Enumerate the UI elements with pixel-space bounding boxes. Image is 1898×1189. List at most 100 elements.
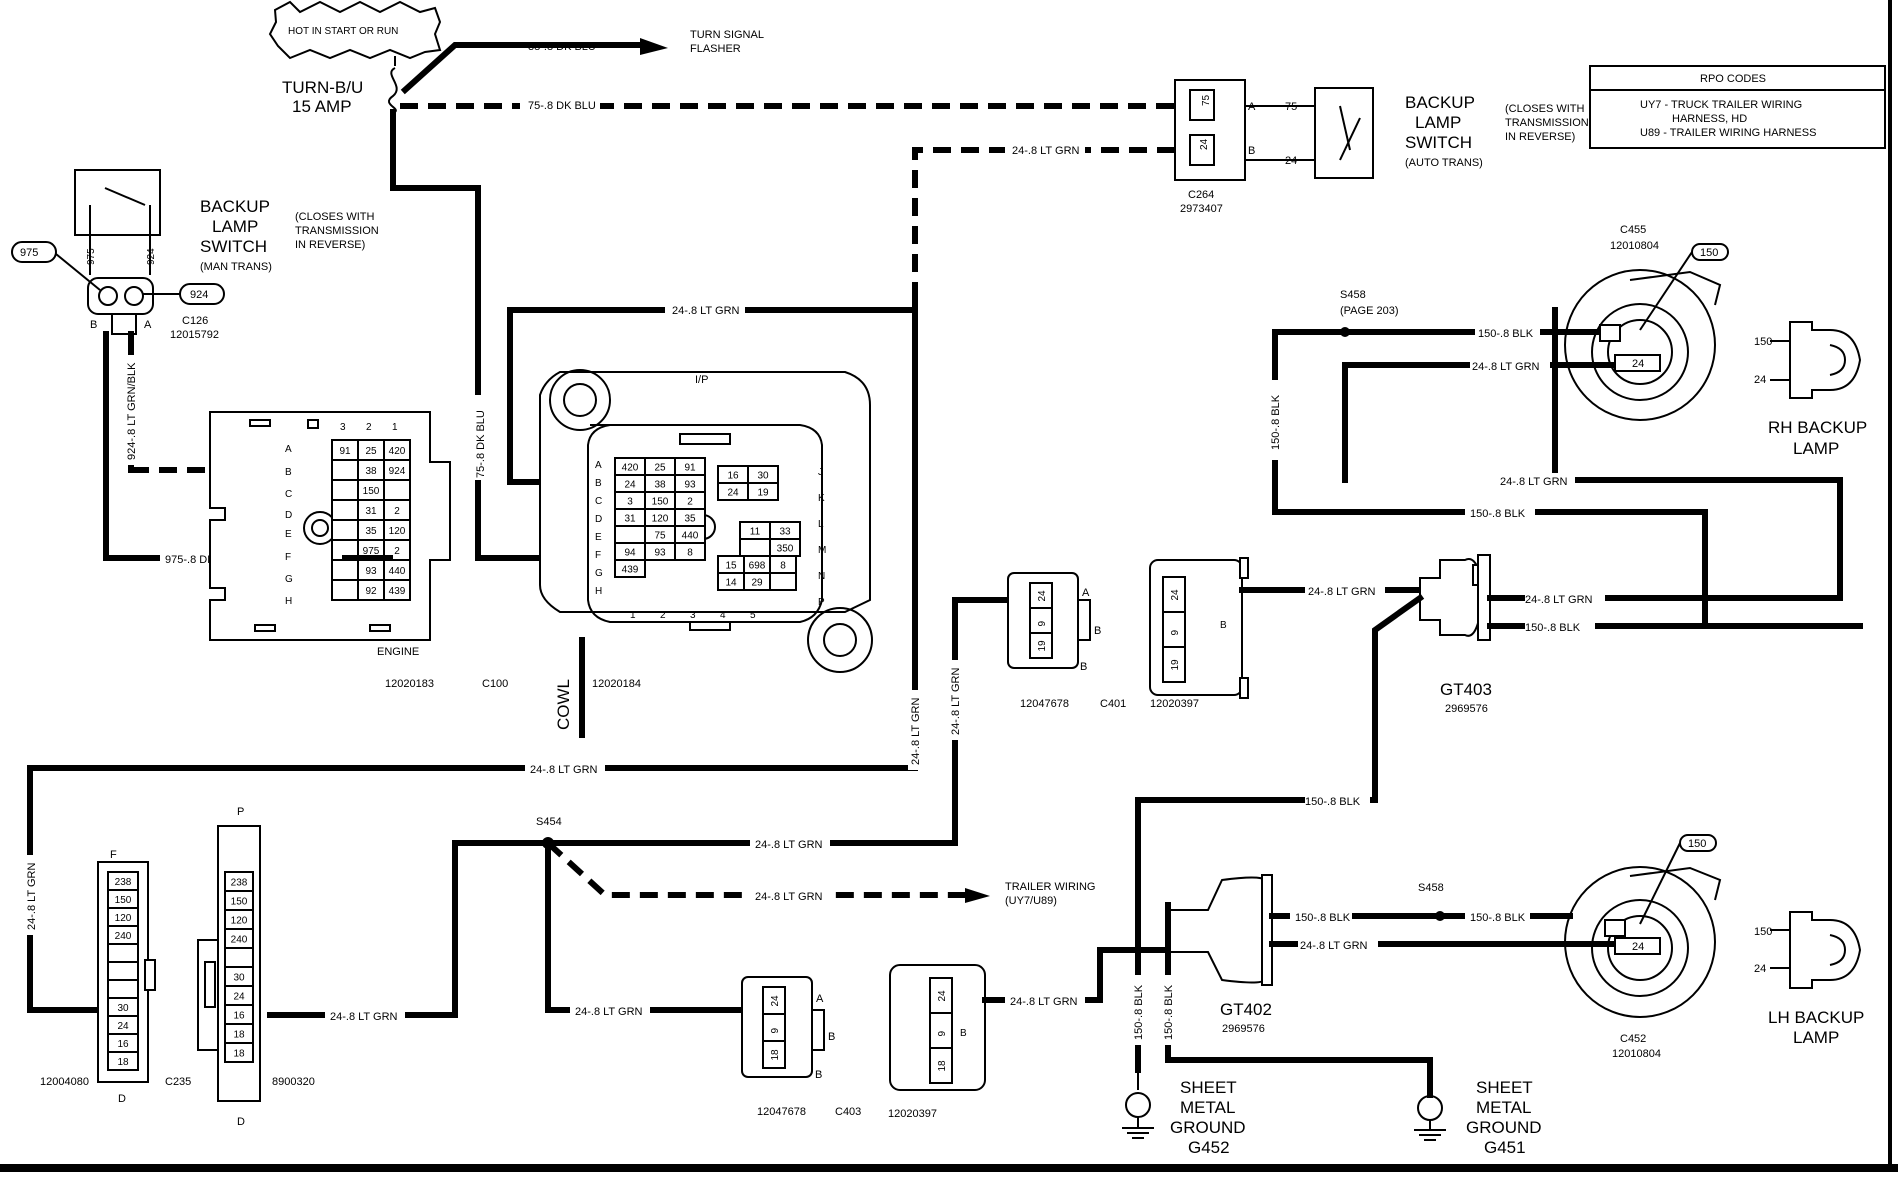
svg-text:C401: C401 xyxy=(1100,698,1126,710)
svg-text:150-.8 BLK: 150-.8 BLK xyxy=(1470,508,1526,520)
svg-text:METAL: METAL xyxy=(1180,1098,1235,1117)
engine-pin-label: 38 xyxy=(365,466,377,477)
svg-text:IN REVERSE): IN REVERSE) xyxy=(1505,131,1575,143)
svg-text:150-.8 BLK: 150-.8 BLK xyxy=(1305,796,1361,808)
ip-pin-label: 420 xyxy=(622,463,639,474)
ip-row-label: B xyxy=(595,478,602,489)
svg-text:(MAN TRANS): (MAN TRANS) xyxy=(200,261,272,273)
svg-text:A: A xyxy=(1082,587,1090,599)
svg-text:150-.8 BLK: 150-.8 BLK xyxy=(1525,622,1581,634)
ip-pin-label: 120 xyxy=(652,514,669,525)
c235-left-pin-label: 30 xyxy=(117,1003,129,1014)
svg-text:75: 75 xyxy=(1201,94,1212,106)
ip-row-label: H xyxy=(595,586,602,597)
svg-text:24-.8 LT GRN: 24-.8 LT GRN xyxy=(1525,594,1593,606)
svg-text:C403: C403 xyxy=(835,1106,861,1118)
c235-right-pin-label: 18 xyxy=(233,1049,245,1060)
hot-in-start-label: HOT IN START OR RUN xyxy=(268,0,442,60)
engine-cell xyxy=(331,559,359,581)
ip-row-label: P xyxy=(818,597,825,608)
ip-pin-label: 38 xyxy=(654,480,666,491)
svg-text:U89 - TRAILER WIRING HARNESS: U89 - TRAILER WIRING HARNESS xyxy=(1640,127,1816,139)
ip-row-label: A xyxy=(595,460,602,471)
svg-text:I/P: I/P xyxy=(695,374,708,386)
svg-text:D: D xyxy=(237,1116,245,1128)
c235-left-pin-label: 238 xyxy=(115,877,132,888)
svg-text:LAMP: LAMP xyxy=(1793,439,1839,458)
engine-cell xyxy=(331,499,359,521)
engine-cell xyxy=(331,479,359,501)
svg-text:12010804: 12010804 xyxy=(1610,240,1659,252)
svg-text:METAL: METAL xyxy=(1476,1098,1531,1117)
ground-g451 xyxy=(1414,1095,1446,1141)
c403b-pin-label: 9 xyxy=(937,1031,948,1037)
c403b-cell xyxy=(929,1012,953,1049)
svg-text:B: B xyxy=(1094,625,1101,637)
ip-r3-pin-label: 14 xyxy=(725,578,737,589)
svg-text:924: 924 xyxy=(146,248,157,265)
c401b-pin-label: 24 xyxy=(1170,589,1181,601)
engine-pin-label: 35 xyxy=(365,526,377,537)
svg-text:150-.8 BLK: 150-.8 BLK xyxy=(1478,328,1534,340)
svg-text:2969576: 2969576 xyxy=(1445,703,1488,715)
c401b-pin-label: 9 xyxy=(1170,630,1181,636)
ip-pin-label: 439 xyxy=(622,565,639,576)
ip-row-label: C xyxy=(595,496,602,507)
svg-text:24: 24 xyxy=(1285,155,1297,167)
engine-pin-label: 2 xyxy=(394,546,400,557)
svg-text:A: A xyxy=(144,319,152,331)
svg-text:C264: C264 xyxy=(1188,189,1214,201)
ip-pin-label: 93 xyxy=(654,548,666,559)
ip-r1-cell xyxy=(747,482,779,501)
svg-text:24-.8 LT GRN: 24-.8 LT GRN xyxy=(330,1011,398,1023)
ip-row-label: E xyxy=(595,532,602,543)
svg-text:24-.8 LT GRN: 24-.8 LT GRN xyxy=(910,697,922,765)
svg-text:SHEET: SHEET xyxy=(1476,1078,1533,1097)
svg-text:FLASHER: FLASHER xyxy=(690,43,741,55)
ip-r3-pin-label: 698 xyxy=(749,561,766,572)
c235-left-pin-label: 18 xyxy=(117,1057,129,1068)
svg-text:UY7 - TRUCK TRAILER WIRING: UY7 - TRUCK TRAILER WIRING xyxy=(1640,99,1802,111)
rpo-codes-box: RPO CODES UY7 - TRUCK TRAILER WIRING HAR… xyxy=(1589,65,1886,149)
svg-text:COWL: COWL xyxy=(554,679,573,730)
ip-r3-pin-label: 29 xyxy=(751,578,763,589)
ip-col-label: 2 xyxy=(660,610,666,621)
svg-text:150-.8 BLK: 150-.8 BLK xyxy=(1163,984,1175,1040)
svg-text:BACKUP: BACKUP xyxy=(200,197,270,216)
c403-pin-label: 9 xyxy=(770,1028,781,1034)
c401-pin-label: 24 xyxy=(1037,590,1048,602)
fuse-turn-bu: TURN-B/U 15 AMP xyxy=(282,67,398,116)
engine-pin-label: 93 xyxy=(365,566,377,577)
svg-text:12020397: 12020397 xyxy=(888,1108,937,1120)
svg-text:GT402: GT402 xyxy=(1220,1000,1272,1019)
svg-text:S458: S458 xyxy=(1418,882,1444,894)
engine-pin-label: 420 xyxy=(389,446,406,457)
svg-text:12047678: 12047678 xyxy=(757,1106,806,1118)
svg-text:24-.8 LT GRN: 24-.8 LT GRN xyxy=(950,667,962,735)
connector-c264: 75 24 A B C264 2973407 xyxy=(1174,79,1256,215)
c235-right-pin-label: 16 xyxy=(233,1011,245,1022)
engine-row-label: E xyxy=(285,529,292,540)
svg-text:LAMP: LAMP xyxy=(1793,1028,1839,1047)
svg-text:12015792: 12015792 xyxy=(170,329,219,341)
ip-pin-label: 2 xyxy=(687,497,693,508)
engine-cell xyxy=(383,579,411,601)
svg-text:(CLOSES WITH: (CLOSES WITH xyxy=(1505,103,1585,115)
ip-pin-label: 8 xyxy=(687,548,693,559)
svg-text:150: 150 xyxy=(1688,838,1706,850)
ip-pin-label: 94 xyxy=(624,548,636,559)
svg-text:GROUND: GROUND xyxy=(1466,1118,1542,1137)
svg-text:LH BACKUP: LH BACKUP xyxy=(1768,1008,1864,1027)
svg-text:BACKUP: BACKUP xyxy=(1405,93,1475,112)
svg-text:G452: G452 xyxy=(1188,1138,1230,1157)
engine-pin-label: 440 xyxy=(389,566,406,577)
ip-row-label: L xyxy=(818,519,824,530)
c235-left-pin-label: 120 xyxy=(115,913,132,924)
ip-cell xyxy=(614,559,646,578)
svg-text:924: 924 xyxy=(190,289,208,301)
svg-text:24-.8 LT GRN: 24-.8 LT GRN xyxy=(1010,996,1078,1008)
c403-cell xyxy=(762,1040,786,1069)
svg-text:150-.8 BLK: 150-.8 BLK xyxy=(1470,912,1526,924)
